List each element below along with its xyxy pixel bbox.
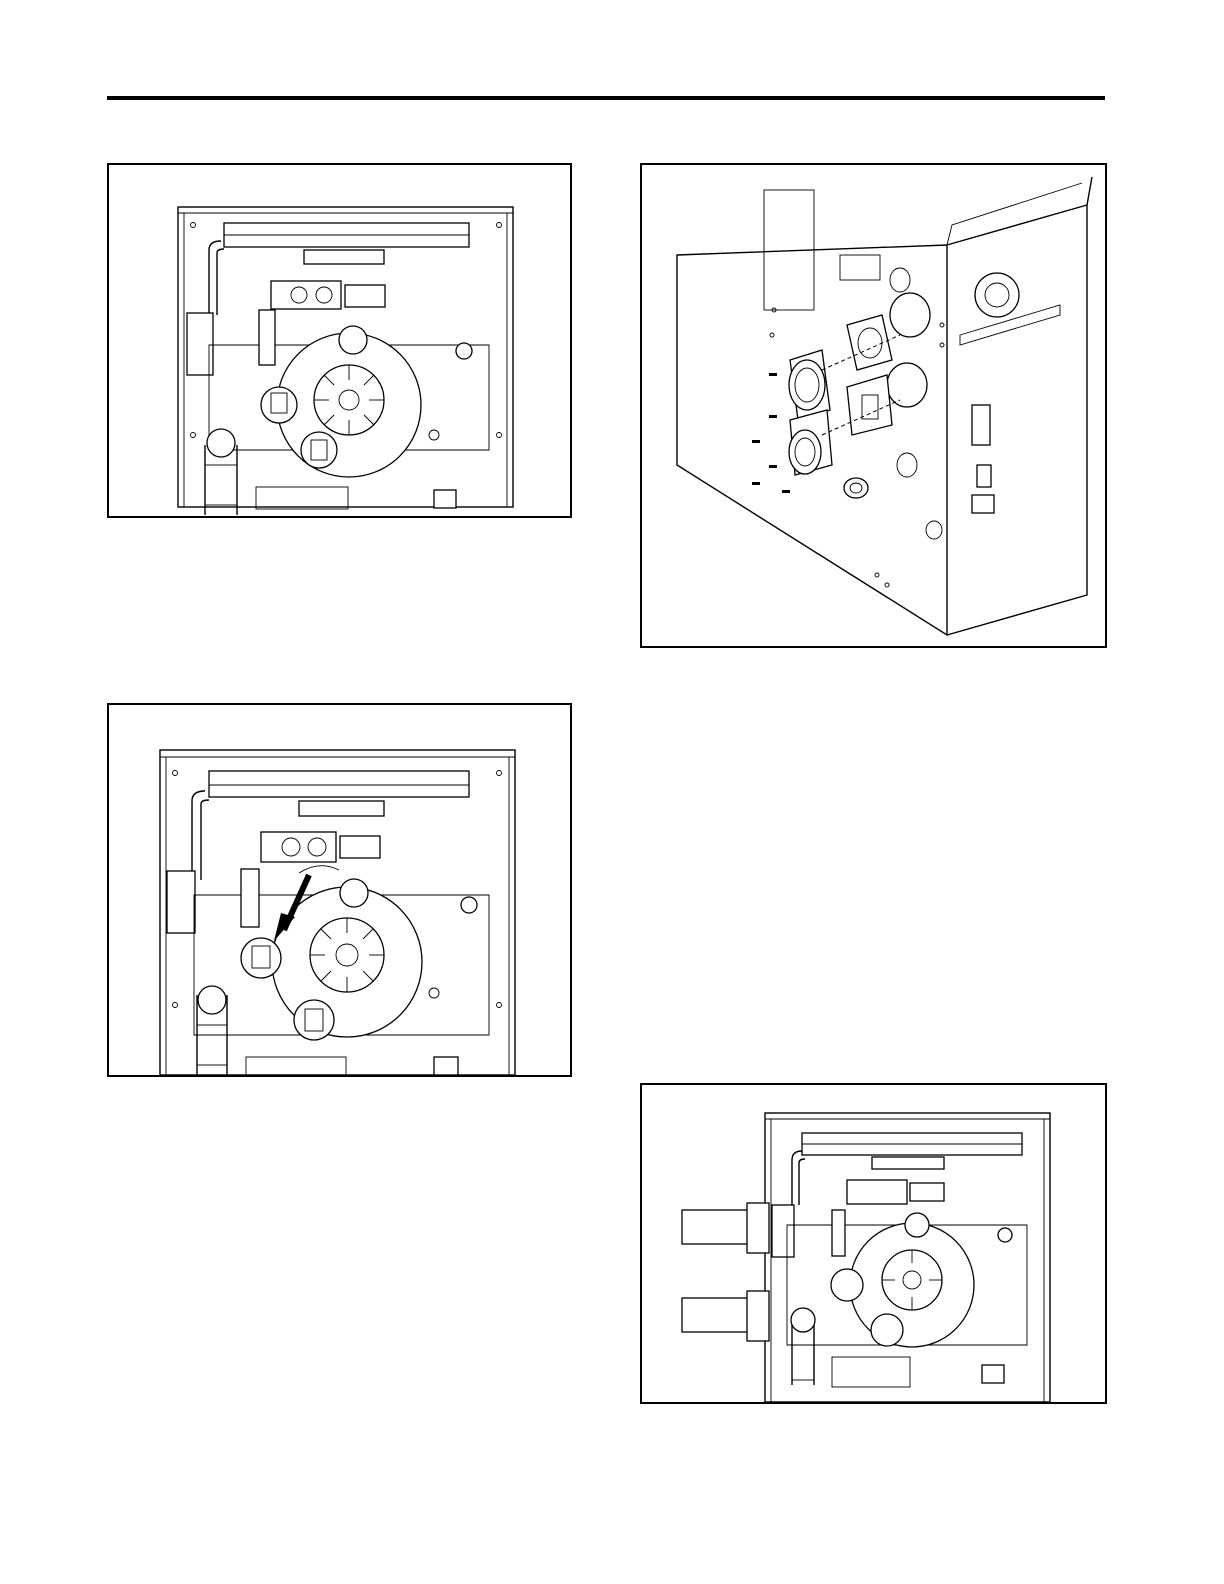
figure-side-vent-pipes <box>640 1083 1107 1404</box>
furnace-front-drawing <box>109 165 570 516</box>
figure-side-vent-kit <box>640 163 1107 648</box>
side-vent-pipes-drawing <box>642 1085 1105 1402</box>
figure-furnace-front <box>107 163 572 518</box>
side-vent-exploded-drawing <box>642 165 1105 646</box>
inducer-rotation-drawing <box>109 705 570 1075</box>
figure-inducer-rotation <box>107 703 572 1077</box>
header-rule <box>107 96 1105 100</box>
